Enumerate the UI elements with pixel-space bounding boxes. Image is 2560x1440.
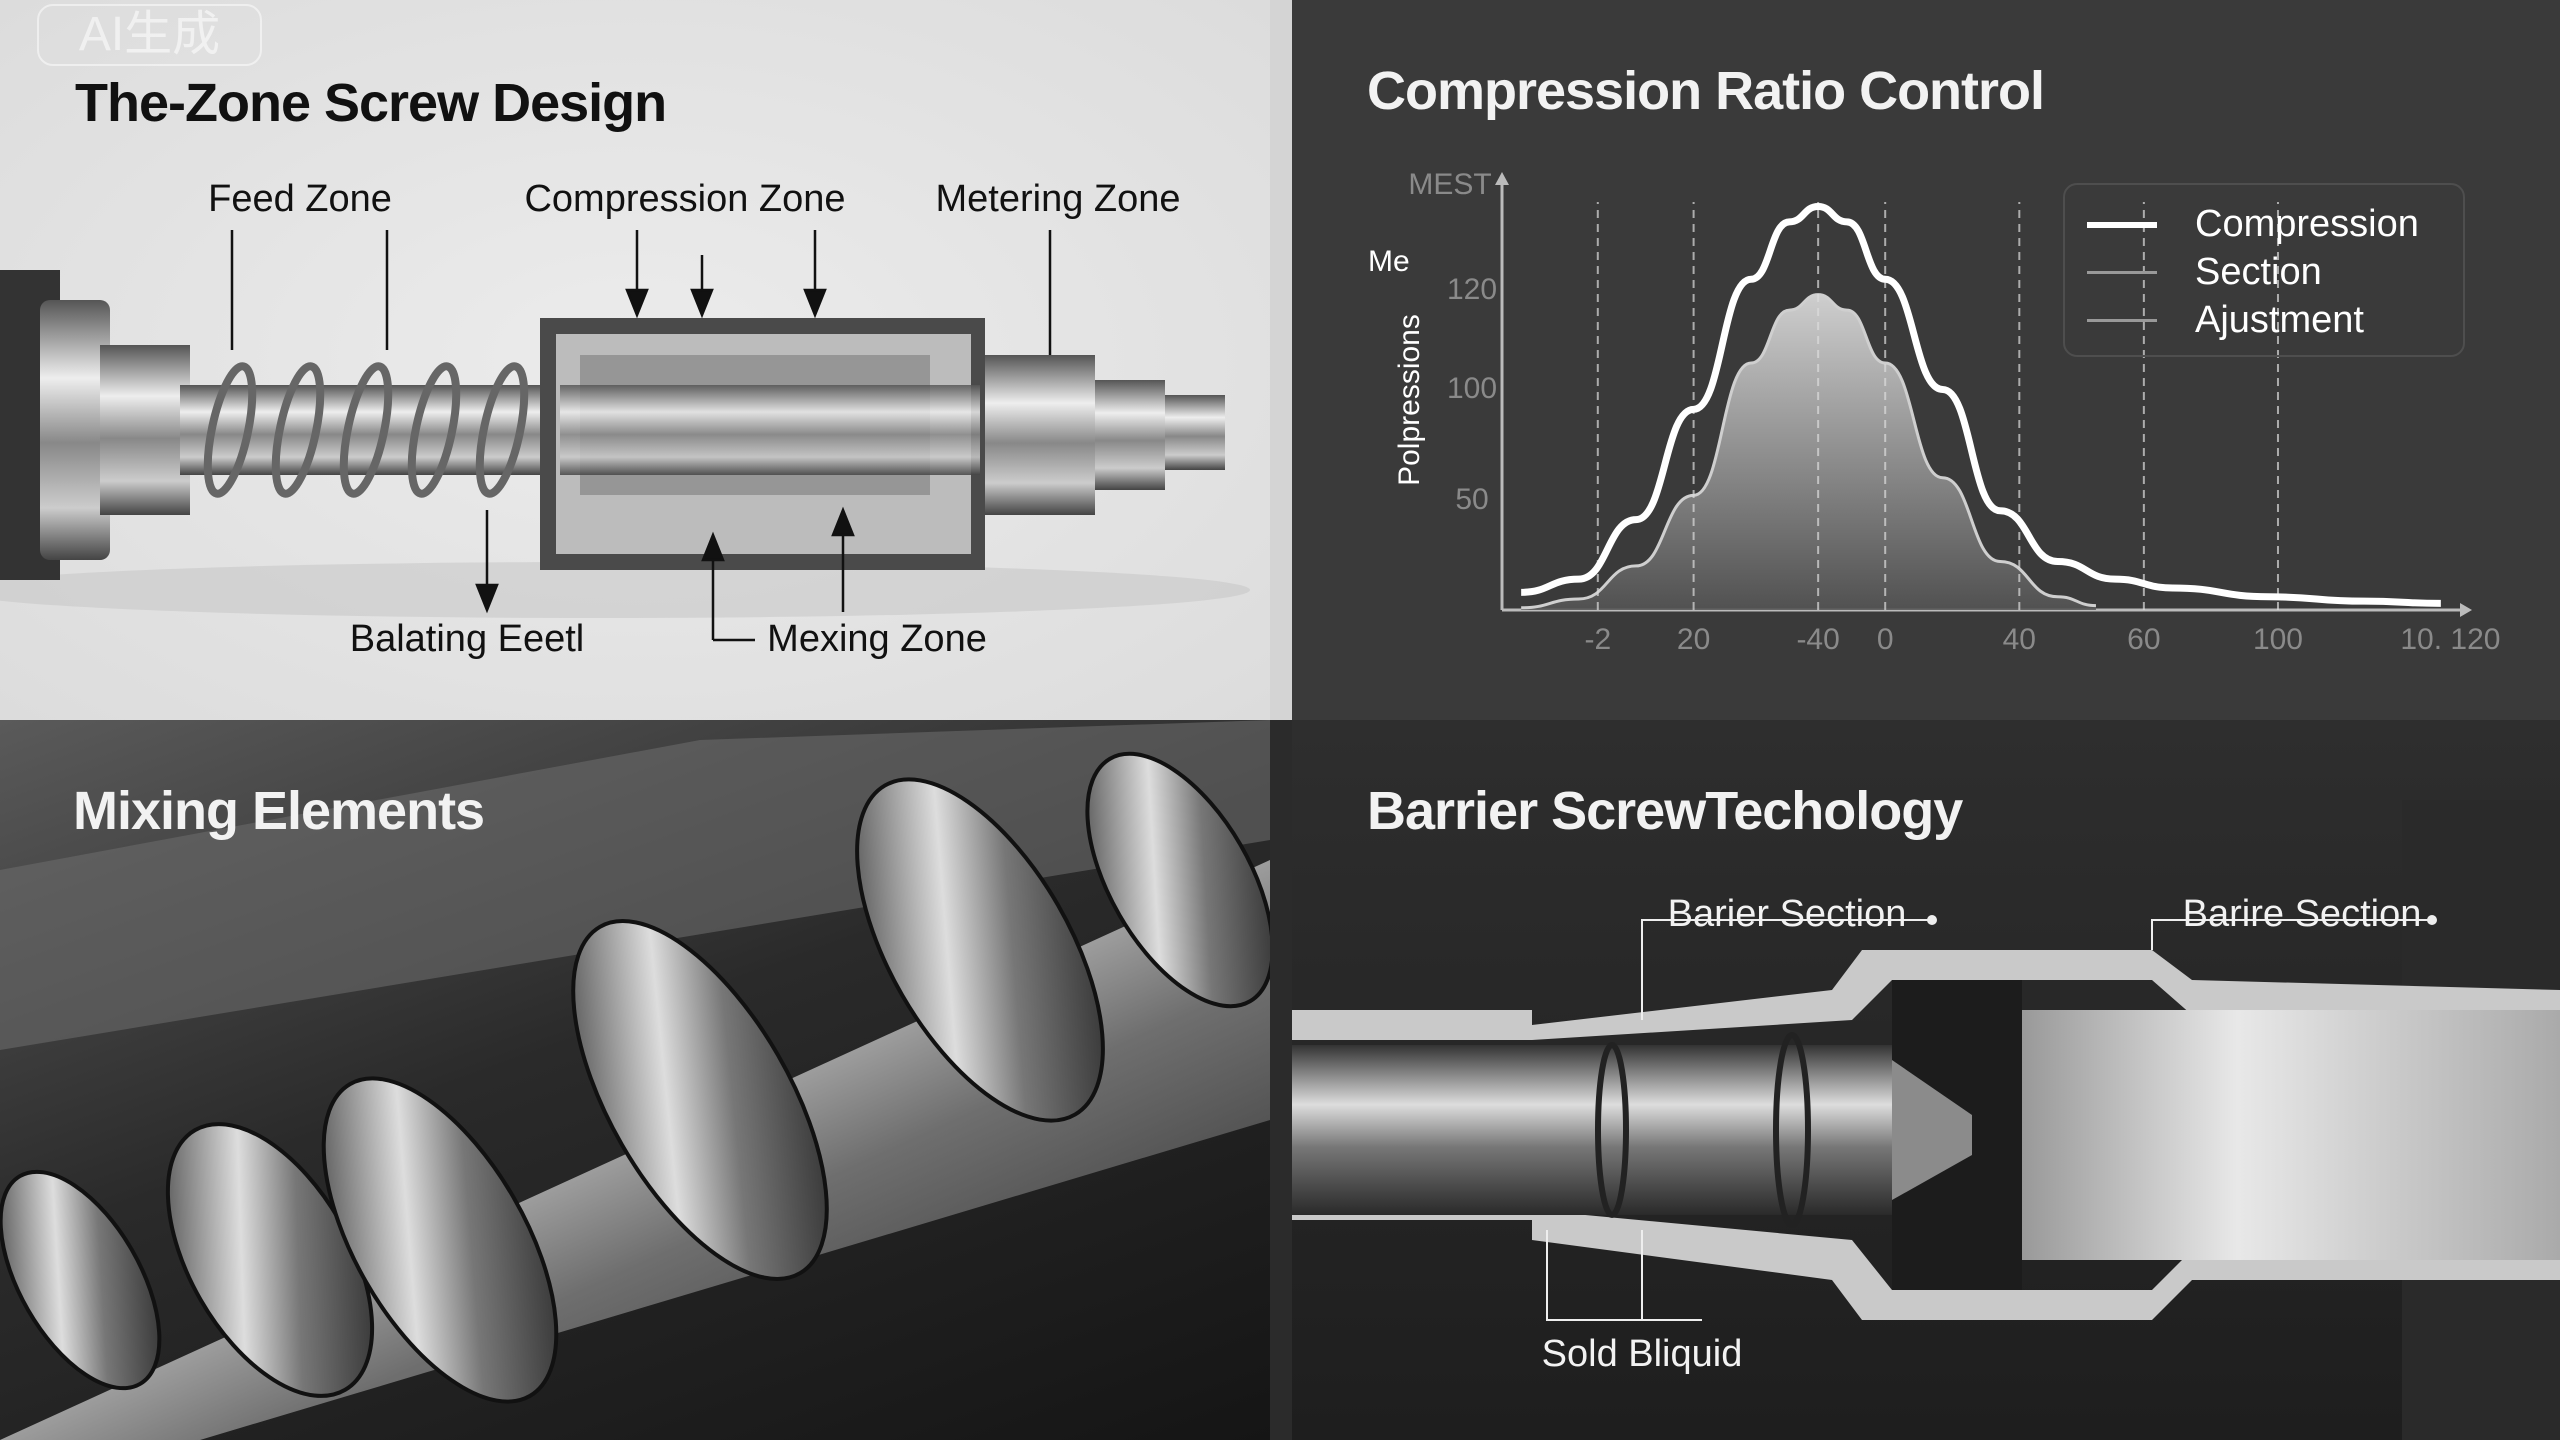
panel-divider	[1270, 0, 1292, 720]
x-tick-label: 0	[1876, 623, 1894, 656]
y-top-label: MEST	[1408, 168, 1492, 201]
x-tick-label: 60	[2127, 623, 2161, 656]
screw-illustration	[0, 230, 1250, 642]
legend-label: Compression	[2195, 203, 2419, 245]
x-tick-label: 10. 120	[2400, 623, 2501, 656]
screw-flight	[203, 362, 257, 498]
barrier-screw-panel: Barrier ScrewTechology Barier Section Ba…	[1292, 720, 2560, 1440]
screw-flight	[475, 362, 529, 498]
chart-legend: Compression Section Ajustment	[2063, 183, 2465, 357]
mixing-zone-label: Mexing Zone	[767, 618, 987, 660]
screw-flight	[339, 362, 393, 498]
chart-title: Compression Ratio Control	[1367, 61, 2045, 121]
x-tick-label: 40	[2002, 623, 2036, 656]
y-axis-title-extra: Me	[1368, 245, 1410, 278]
legend-item-adjustment: Ajustment	[2065, 299, 2364, 342]
x-tick-label: 100	[2252, 623, 2303, 656]
y-tick-label: 50	[1455, 482, 1489, 516]
y-axis-title: Polpressions	[1393, 314, 1426, 486]
compression-zone-label: Compression Zone	[524, 178, 846, 220]
mixing-elements-photo	[0, 720, 1270, 1440]
barrier-screw-cross-section	[1292, 800, 2560, 1440]
screw-flight	[271, 362, 325, 498]
x-tick-label: 20	[1676, 623, 1711, 656]
y-tick-label: 120	[1446, 273, 1498, 307]
y-tick-label: 100	[1446, 372, 1498, 406]
legend-item-compression: Compression	[2065, 203, 2419, 246]
panel-title: Barrier ScrewTechology	[1367, 781, 1963, 841]
x-tick-label: -40	[1796, 623, 1840, 656]
y-axis-arrow-icon	[1495, 172, 1509, 185]
ai-generated-watermark: AI生成	[37, 4, 262, 66]
barrier-section-label: Barier Section	[1667, 893, 1907, 935]
x-axis-arrow-icon	[2460, 603, 2472, 617]
three-zone-screw-panel: AI生成 The-Zone Screw Design Feed Zone Com…	[0, 0, 1270, 720]
legend-label: Ajustment	[2195, 299, 2364, 341]
series-line-compression	[1521, 202, 2441, 607]
barrier-section-label-2: Barire Section	[2182, 893, 2422, 935]
x-tick-label: -2	[1584, 623, 1612, 656]
balating-label: Balating Eeetl	[349, 618, 585, 660]
mixing-elements-panel: Mixing Elements	[0, 720, 1270, 1440]
metering-zone-label: Metering Zone	[935, 178, 1181, 220]
legend-item-section: Section	[2065, 251, 2322, 294]
legend-label: Section	[2195, 251, 2322, 293]
screw-flight	[407, 362, 461, 498]
feed-zone-label: Feed Zone	[208, 178, 392, 220]
panel-title: The-Zone Screw Design	[75, 73, 667, 133]
panel-title: Mixing Elements	[73, 781, 485, 841]
compression-chart	[1495, 172, 2472, 617]
solid-liquid-label: Sold Bliquid	[1541, 1333, 1743, 1375]
